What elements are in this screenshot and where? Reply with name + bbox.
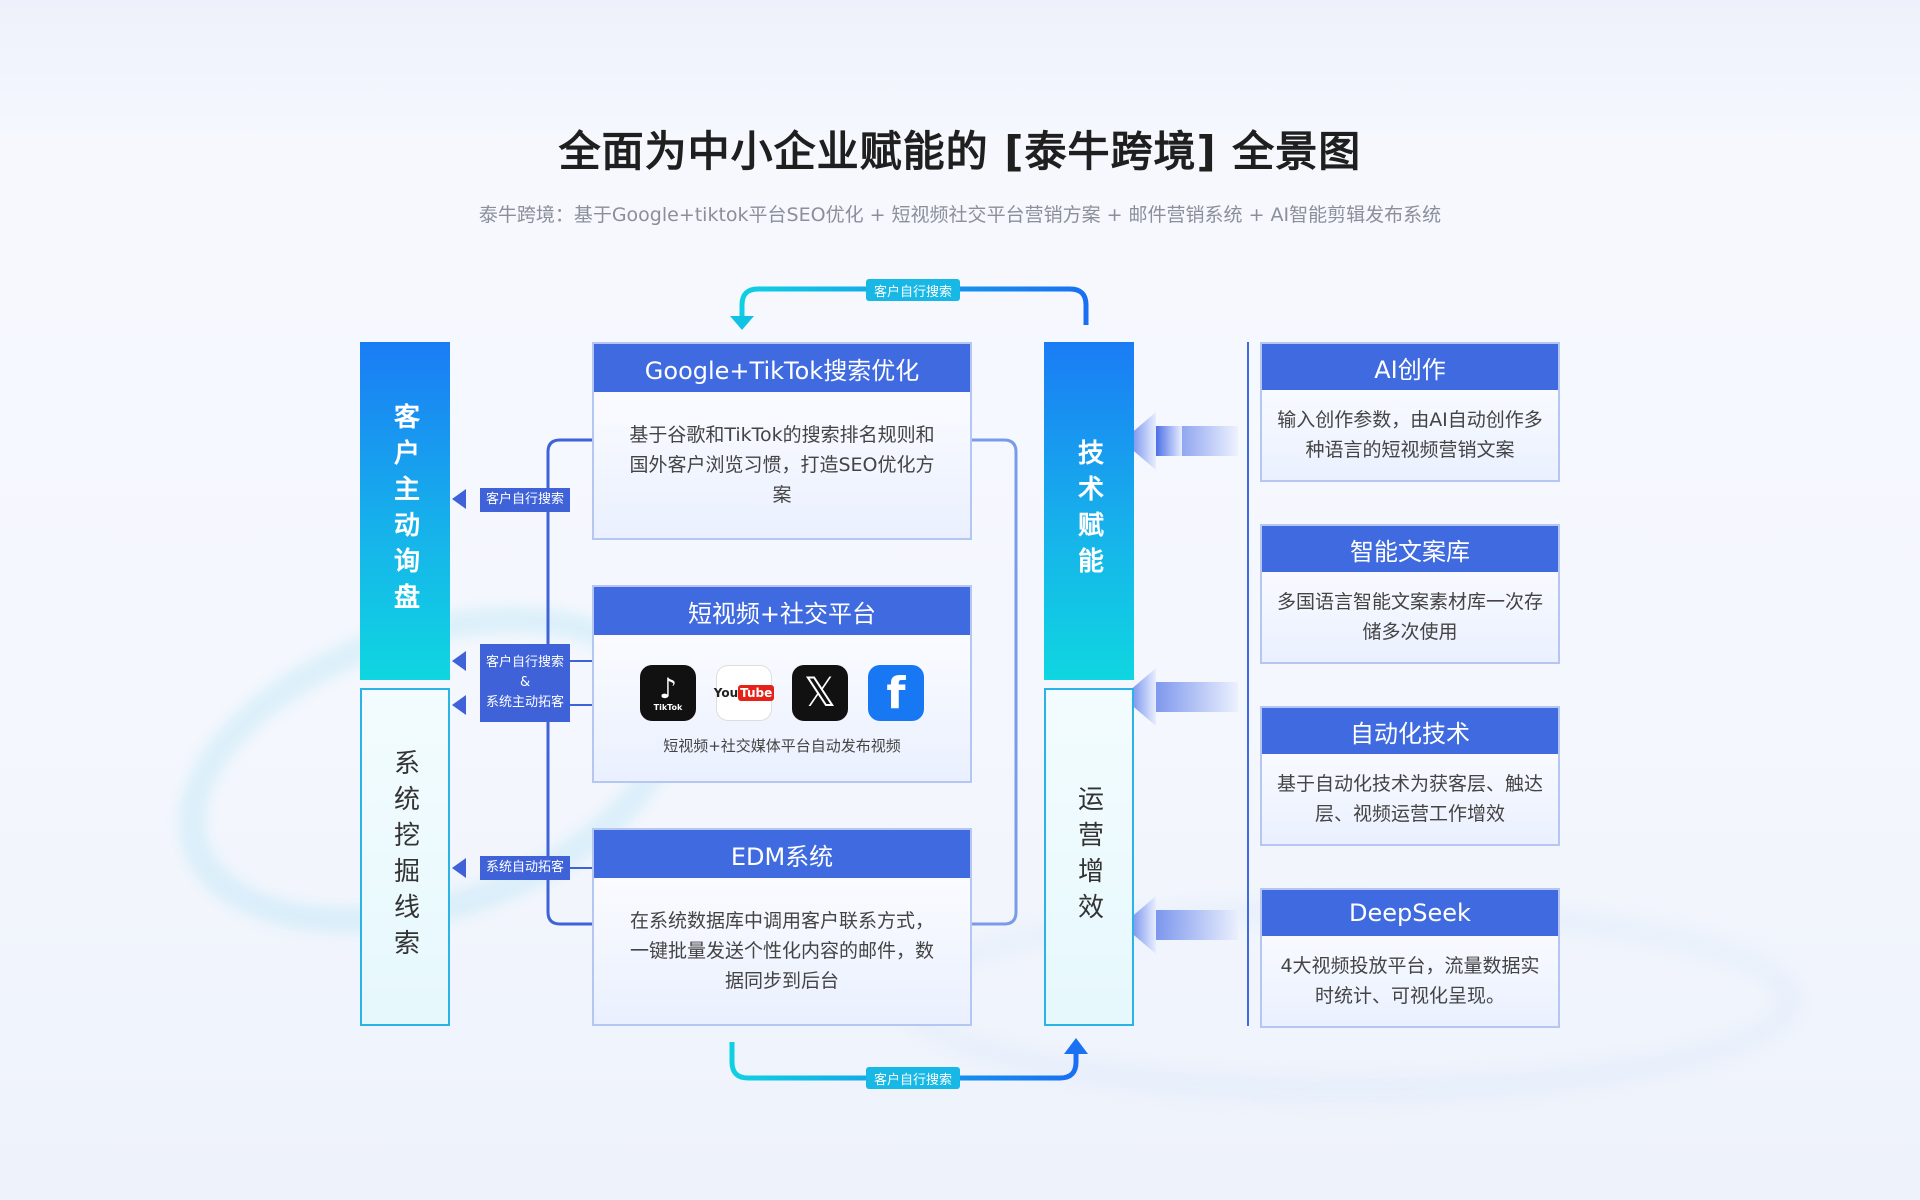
rcard-ai-creation-body: 输入创作参数，由AI自动创作多种语言的短视频营销文案 — [1277, 409, 1543, 461]
left-bar-bottom: 系统挖掘线索 — [360, 688, 450, 1026]
left-tag-1: 客户自行搜索 — [480, 488, 571, 512]
rcard-deepseek-body: 4大视频投放平台，流量数据实时统计、可视化呈现。 — [1280, 955, 1540, 1007]
rcard-ai-creation: AI创作 输入创作参数，由AI自动创作多种语言的短视频营销文案 — [1260, 342, 1560, 482]
top-loop-tag: 客户自行搜索 — [866, 279, 961, 301]
rcard-ai-creation-title: AI创作 — [1262, 344, 1558, 390]
right-bracket — [972, 438, 1018, 926]
bottom-loop-tag: 客户自行搜索 — [866, 1067, 961, 1089]
left-bar-top-label: 客户主动询盘 — [389, 403, 420, 619]
rcard-copy-library-title: 智能文案库 — [1262, 526, 1558, 572]
left-bar-bottom-label: 系统挖掘线索 — [389, 749, 420, 965]
left-tag-2: 客户自行搜索 & 系统主动拓客 — [480, 644, 571, 722]
card-seo: Google+TikTok搜索优化 基于谷歌和TikTok的搜索排名规则和国外客… — [592, 342, 972, 540]
page-subtitle: 泰牛跨境：基于Google+tiktok平台SEO优化 + 短视频社交平台营销方… — [478, 204, 1442, 226]
rcard-copy-library-body: 多国语言智能文案素材库一次存储多次使用 — [1276, 591, 1543, 643]
left-tag-2-line1: 客户自行搜索 — [486, 655, 565, 670]
card-social-caption: 短视频+社交媒体平台自动发布视频 — [663, 737, 901, 755]
mid-bar-bottom: 运营增效 — [1044, 688, 1134, 1026]
chevron-arrow-2 — [1122, 668, 1238, 726]
left-tag-2-line2: 系统主动拓客 — [486, 695, 565, 710]
rcard-copy-library: 智能文案库 多国语言智能文案素材库一次存储多次使用 — [1260, 524, 1560, 664]
social-icons: ♪ TikTok You Tube 𝕏 f — [594, 665, 970, 721]
left-arrowhead-2 — [452, 651, 466, 671]
page-title: 全面为中小企业赋能的 [泰牛跨境] 全景图 — [558, 127, 1362, 176]
card-edm-body: 在系统数据库中调用客户联系方式，一键批量发送个性化内容的邮件，数据同步到后台 — [629, 910, 934, 992]
tiktok-icon-label: TikTok — [653, 702, 683, 712]
left-tag-3: 系统自动拓客 — [480, 856, 571, 880]
chevron-arrow-1 — [1122, 412, 1238, 470]
rcard-automation-body: 基于自动化技术为获客层、触达层、视频运营工作增效 — [1276, 773, 1543, 825]
youtube-icon-label-a: You — [713, 686, 739, 700]
mid-bar-top-label: 技术赋能 — [1073, 439, 1104, 583]
left-arrowhead-3 — [452, 695, 466, 715]
youtube-icon: You Tube — [713, 665, 775, 721]
left-tag-2-amp: & — [519, 675, 531, 690]
rcard-deepseek: DeepSeek 4大视频投放平台，流量数据实时统计、可视化呈现。 — [1260, 888, 1560, 1028]
facebook-icon: f — [868, 665, 924, 721]
youtube-icon-label-b: Tube — [738, 685, 775, 701]
rcard-automation-title: 自动化技术 — [1262, 708, 1558, 754]
x-icon: 𝕏 — [792, 665, 848, 721]
bottom-loop-arrowhead — [1064, 1038, 1088, 1054]
card-seo-title: Google+TikTok搜索优化 — [594, 344, 970, 392]
rcard-automation: 自动化技术 基于自动化技术为获客层、触达层、视频运营工作增效 — [1260, 706, 1560, 846]
card-social-title: 短视频+社交平台 — [594, 587, 970, 635]
left-bar-top: 客户主动询盘 — [360, 342, 450, 680]
mid-bar-bottom-label: 运营增效 — [1073, 785, 1104, 929]
card-edm-title: EDM系统 — [594, 830, 970, 878]
rcard-deepseek-title: DeepSeek — [1262, 890, 1558, 936]
left-arrowhead-4 — [452, 858, 466, 878]
card-seo-body: 基于谷歌和TikTok的搜索排名规则和国外客户浏览习惯，打造SEO优化方案 — [629, 424, 935, 506]
chevron-arrow-3 — [1122, 896, 1238, 954]
card-social: 短视频+社交平台 ♪ TikTok You Tube 𝕏 f 短视频+社交媒体平… — [592, 585, 972, 783]
card-edm: EDM系统 在系统数据库中调用客户联系方式，一键批量发送个性化内容的邮件，数据同… — [592, 828, 972, 1026]
tiktok-icon: ♪ TikTok — [640, 665, 696, 721]
left-arrowhead-1 — [452, 489, 466, 509]
mid-bar-top: 技术赋能 — [1044, 342, 1134, 680]
top-loop-arrowhead — [730, 316, 754, 330]
